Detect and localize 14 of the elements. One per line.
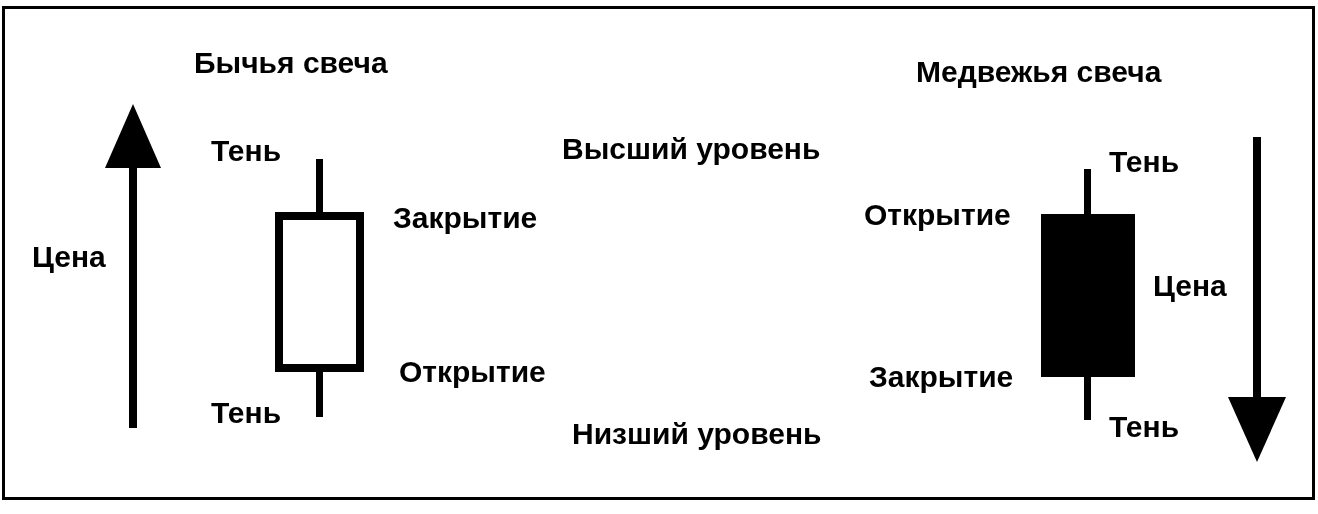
close-label: Закрытие (393, 201, 538, 235)
level-label: Низший уровень (572, 417, 822, 451)
shadow-label: Тень (211, 396, 282, 430)
shadow-label: Тень (1109, 410, 1180, 444)
level-label: Высший уровень (562, 132, 821, 166)
price-label: Цена (32, 240, 106, 274)
price-label: Цена (1153, 269, 1227, 303)
close-label: Закрытие (869, 360, 1014, 394)
shadow-label: Тень (1109, 145, 1180, 179)
shadow-label: Тень (211, 134, 282, 168)
candle-title: Бычья свеча (194, 46, 388, 80)
open-label: Открытие (864, 198, 1011, 232)
open-label: Открытие (399, 355, 546, 389)
candle-title: Медвежья свеча (916, 55, 1162, 89)
